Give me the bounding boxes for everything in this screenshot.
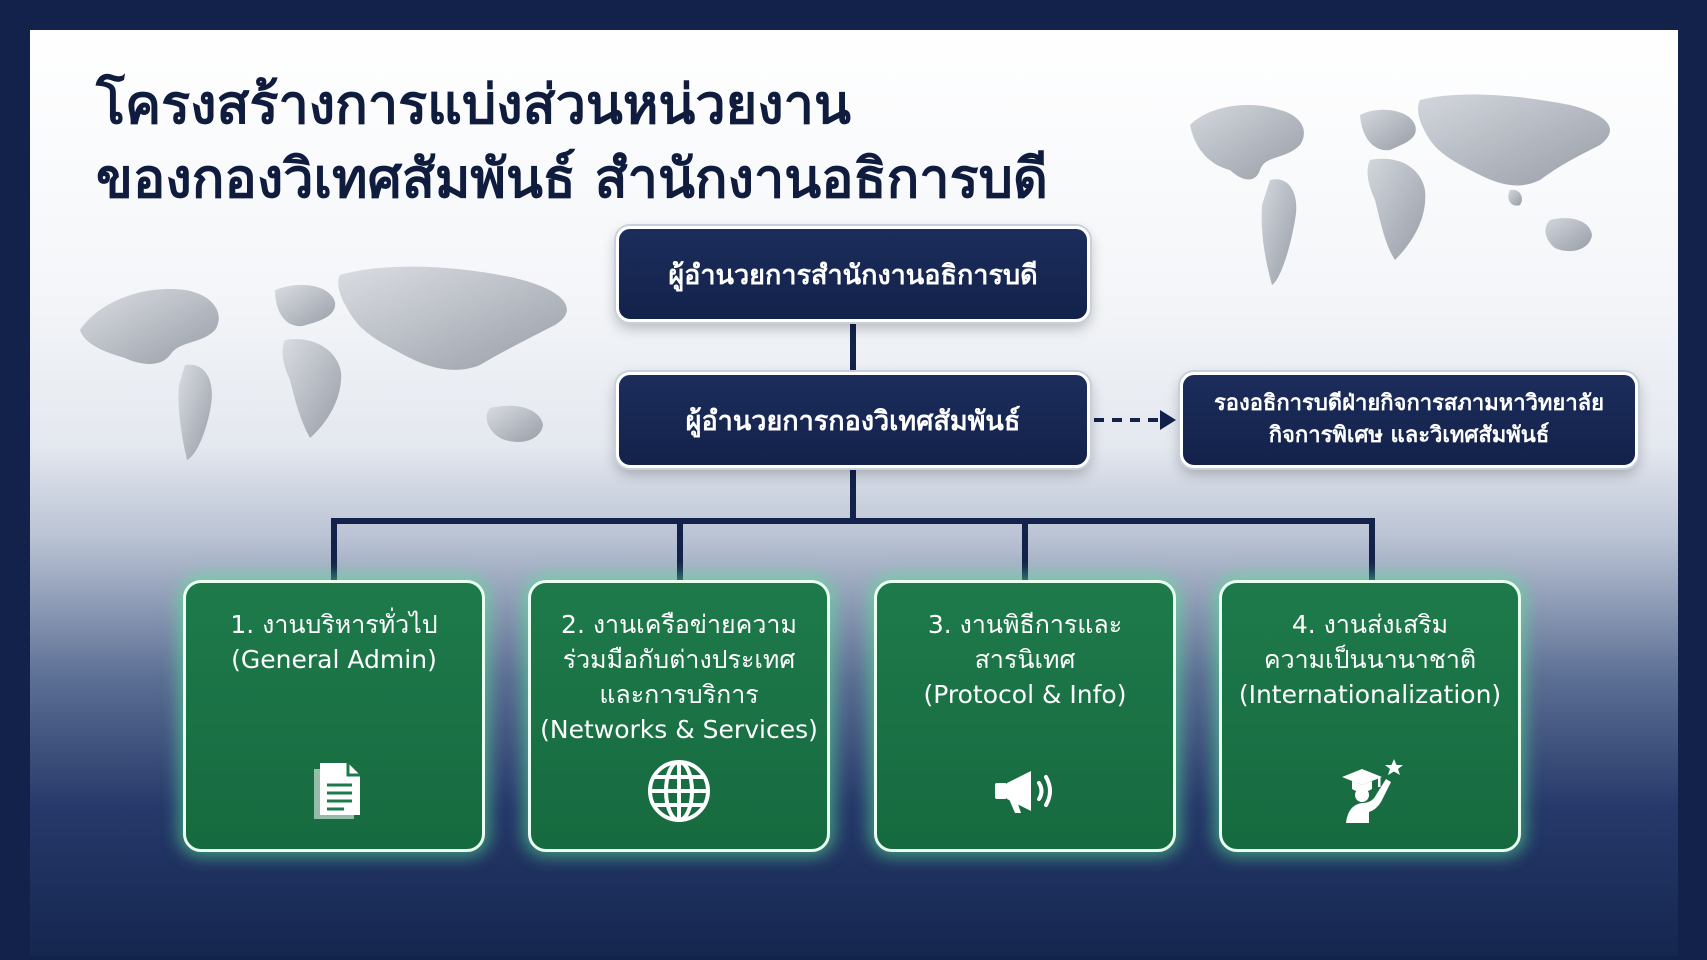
director-division-box: ผู้อำนวยการกองวิเทศสัมพันธ์	[616, 372, 1090, 468]
dept-networks-services: 2. งานเครือข่ายความ ร่วมมือกับต่างประเทศ…	[528, 580, 830, 852]
title-line-2: ของกองวิเทศสัมพันธ์ สำนักงานอธิการบดี	[96, 147, 1048, 210]
document-icon	[314, 763, 360, 819]
director-division-label: ผู้อำนวยการกองวิเทศสัมพันธ์	[685, 405, 1021, 437]
world-map-left	[80, 266, 567, 460]
vice-president-box: รองอธิการบดีฝ่ายกิจการสภามหาวิทยาลัย กิจ…	[1180, 372, 1638, 468]
dept-label: 4. งานส่งเสริม ความเป็นนานาชาติ (Interna…	[1238, 610, 1502, 709]
dept-internationalization: 4. งานส่งเสริม ความเป็นนานาชาติ (Interna…	[1219, 580, 1521, 852]
page-title: โครงสร้างการแบ่งส่วนหน่วยงาน ของกองวิเทศ…	[96, 68, 1196, 216]
title-line-1: โครงสร้างการแบ่งส่วนหน่วยงาน	[96, 73, 851, 136]
dept-general-admin: 1. งานบริหารทั่วไป (General Admin)	[183, 580, 485, 852]
dept-label: 3. งานพิธีการและ สารนิเทศ (Protocol & In…	[923, 610, 1127, 709]
director-office-label: ผู้อำนวยการสำนักงานอธิการบดี	[668, 259, 1038, 291]
director-office-box: ผู้อำนวยการสำนักงานอธิการบดี	[616, 226, 1090, 322]
vice-president-line-1: รองอธิการบดีฝ่ายกิจการสภามหาวิทยาลัย	[1213, 391, 1605, 416]
dept-protocol-info: 3. งานพิธีการและ สารนิเทศ (Protocol & In…	[874, 580, 1176, 852]
megaphone-icon	[995, 771, 1052, 813]
dept-label: 1. งานบริหารทั่วไป (General Admin)	[230, 610, 438, 674]
dept-label: 2. งานเครือข่ายความ ร่วมมือกับต่างประเทศ…	[540, 610, 818, 744]
world-map-right	[1190, 94, 1610, 285]
graduate-star-icon	[1342, 759, 1403, 823]
vice-president-line-2: กิจการพิเศษ และวิเทศสัมพันธ์	[1268, 423, 1550, 448]
globe-icon	[648, 760, 710, 822]
